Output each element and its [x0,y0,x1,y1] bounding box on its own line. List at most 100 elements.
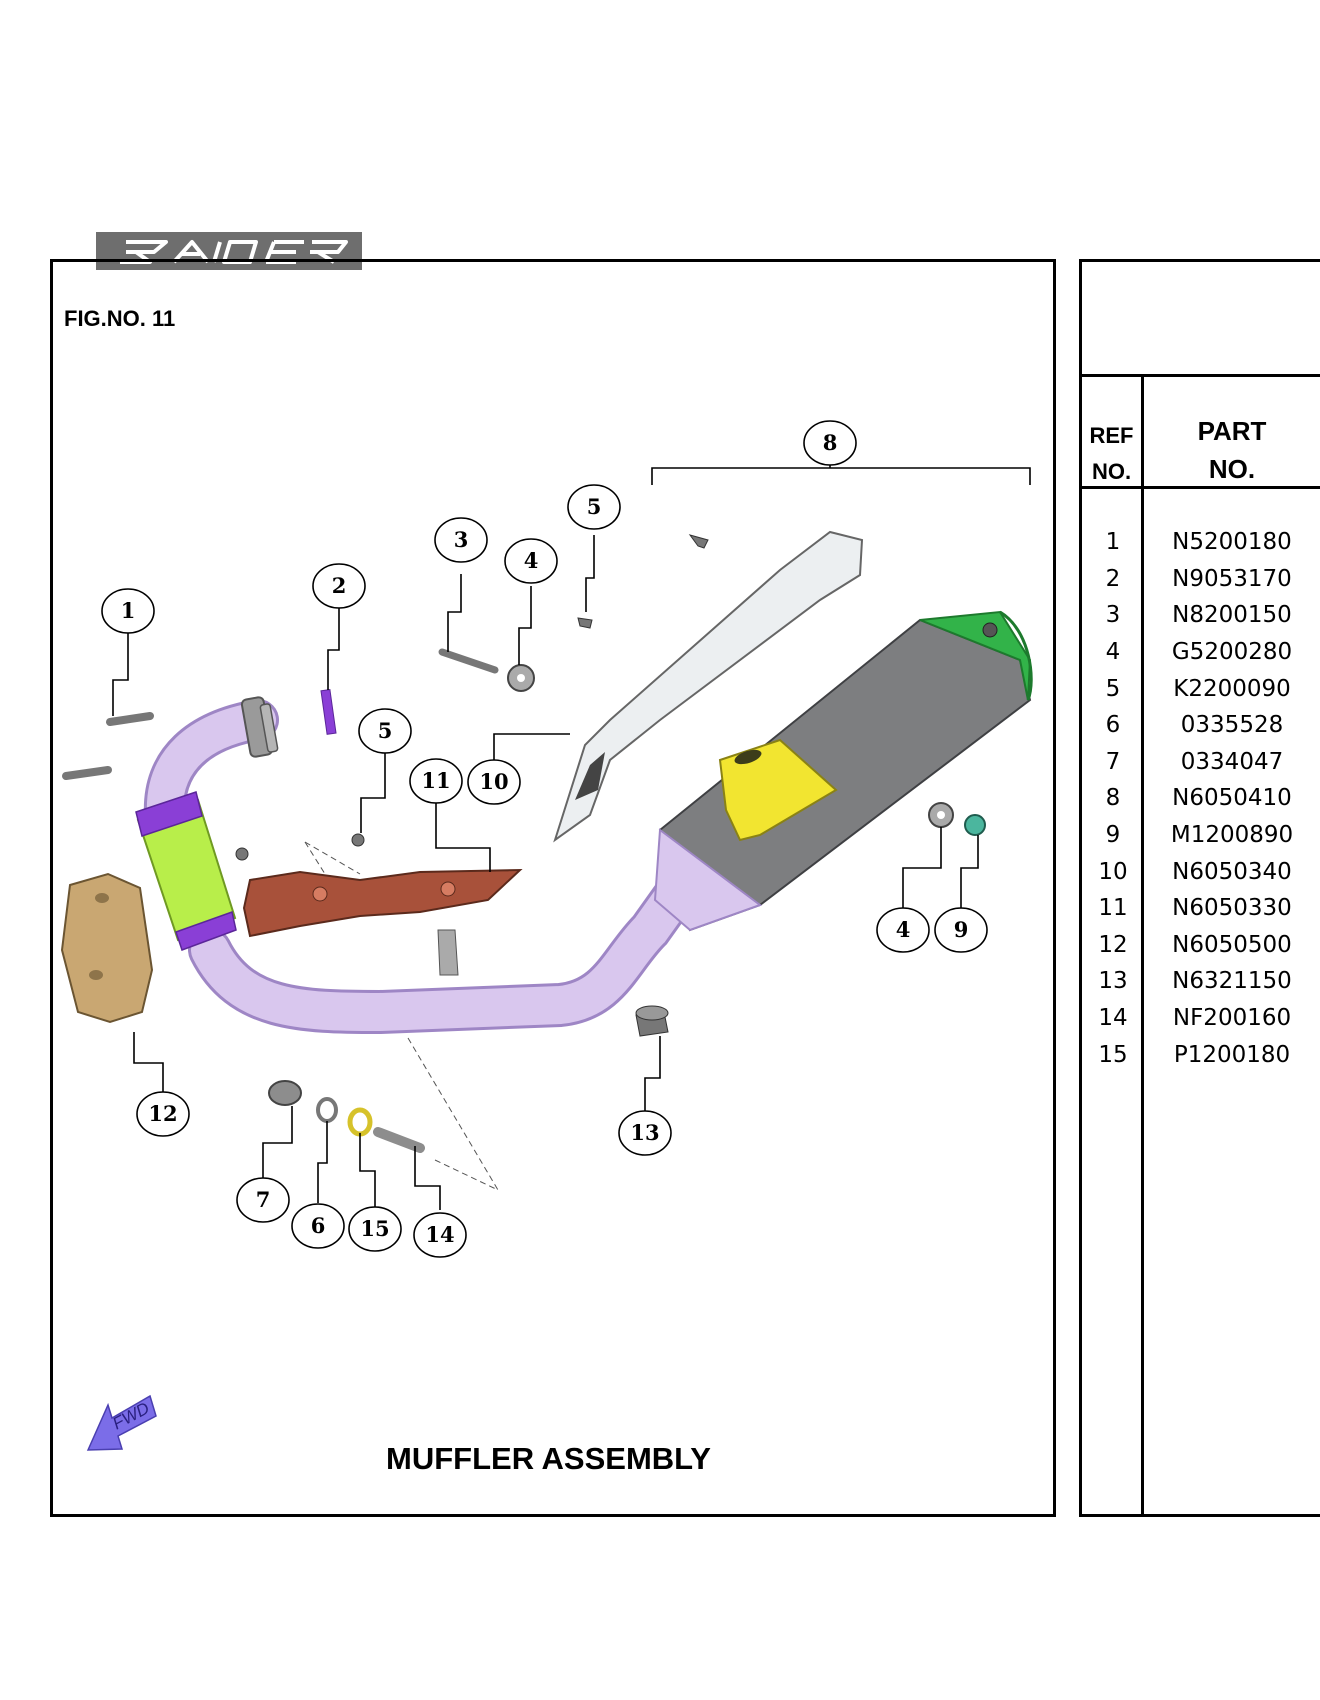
callout-number: 15 [360,1216,389,1241]
part-number-cell: N6050330 [1172,895,1292,922]
ref-number-cell: 13 [1098,968,1128,995]
table-row: 14 NF200160 [1082,1000,1320,1037]
callout-number: 4 [896,917,911,942]
ref-number-cell: 12 [1098,931,1128,958]
part-number-cell: G5200280 [1171,639,1293,666]
callout-circle [312,563,366,609]
callout-circle [101,588,155,634]
bolt-1-icon [106,712,154,726]
fwd-arrow-icon: FWD [86,1394,157,1451]
heat-shield-11-icon [242,868,523,938]
callout-number: 6 [311,1213,326,1238]
screw-icon [688,534,709,549]
table-row: 5 K2200090 [1082,670,1320,707]
table-row: 8 N6050410 [1082,780,1320,817]
part-number-cell: M1200890 [1170,822,1294,849]
collar-7-icon [268,1080,302,1106]
callout-number: 5 [587,494,602,519]
muffler-body-icon [653,610,1033,932]
callout-circle [504,538,558,584]
part-number-cell: N6050340 [1172,858,1292,885]
table-column-divider [1141,375,1144,1517]
callout-circle [236,1177,290,1223]
ref-number-cell: 14 [1098,1005,1128,1032]
ref-number-cell: 6 [1105,712,1121,739]
muffler-cover-10-icon [553,530,864,843]
table-row: 1 N5200180 [1082,524,1320,561]
callout-circle [409,758,463,804]
callout-circle [434,517,488,563]
part-number-cell: N6050500 [1172,931,1292,958]
table-divider-header [1082,486,1320,489]
part-number-cell: N8200150 [1172,602,1292,629]
callout-circle [934,907,988,953]
washer-15-icon [347,1107,373,1137]
callout-circle [413,1212,467,1258]
callout-number: 4 [524,548,539,573]
callout-number: 2 [332,573,347,598]
part-number-cell: K2200090 [1173,675,1291,702]
callout-number: 3 [454,527,469,552]
ref-number-cell: 5 [1105,675,1121,702]
part-number-cell: N5200180 [1172,529,1292,556]
callout-number: 1 [121,598,136,623]
part-no-header: PART NO. [1144,412,1320,488]
ref-number-cell: 15 [1098,1041,1128,1068]
callout-circle [358,708,412,754]
nut-9-icon [964,814,986,836]
part-number-cell: N6050410 [1172,785,1292,812]
ref-number-cell: 4 [1105,639,1121,666]
part-header-line1: PART [1197,416,1267,446]
callout-number: 8 [823,430,838,455]
table-row: 11 N6050330 [1082,890,1320,927]
callout-number: 13 [630,1120,659,1145]
muffler-bracket-icon [718,738,838,842]
ref-number-cell: 1 [1105,529,1121,556]
callout-number: 10 [479,769,508,794]
ref-number-cell: 3 [1105,602,1121,629]
ref-header-line1: REF [1089,423,1134,448]
table-row: 3 N8200150 [1082,597,1320,634]
ref-no-header: REF NO. [1082,418,1141,490]
callout-number: 11 [421,768,450,793]
callout-number: 7 [256,1187,271,1212]
ref-number-cell: 11 [1098,895,1128,922]
callout-circle [136,1091,190,1137]
table-row: 15 P1200180 [1082,1036,1320,1073]
ref-number-cell: 7 [1105,748,1121,775]
assembly-title: MUFFLER ASSEMBLY [386,1441,711,1476]
part-number-cell: 0335528 [1180,712,1284,739]
callout-number: 14 [425,1222,454,1247]
catalyst-converter-icon [135,791,237,951]
part-number-cell: P1200180 [1173,1041,1291,1068]
callout-number: 12 [148,1101,177,1126]
part-number-cell: N6321150 [1172,968,1292,995]
leader-lines [112,457,1031,1210]
bolt-3-icon [438,648,499,674]
callout-circle [291,1203,345,1249]
assembly-hint-lines [304,841,499,1191]
stud-14-icon [373,1127,425,1153]
ref-number-cell: 10 [1098,858,1128,885]
table-row: 9 M1200890 [1082,817,1320,854]
callout-number: 9 [954,917,969,942]
table-row: 10 N6050340 [1082,853,1320,890]
callout-number: 5 [378,718,393,743]
callout-circle [876,907,930,953]
callout-circle [348,1206,402,1252]
table-row: 13 N6321150 [1082,963,1320,1000]
part-number-cell: NF200160 [1172,1005,1292,1032]
part-number-cell: 0334047 [1180,748,1284,775]
table-row: 7 0334047 [1082,744,1320,781]
figure-frame [50,259,1056,1517]
callout-circle [467,759,521,805]
ref-number-cell: 9 [1105,822,1121,849]
callout-circle [567,484,621,530]
raider-logo-mark [96,232,362,270]
ref-number-cell: 8 [1105,785,1121,812]
part-number-cell: N9053170 [1172,565,1292,592]
